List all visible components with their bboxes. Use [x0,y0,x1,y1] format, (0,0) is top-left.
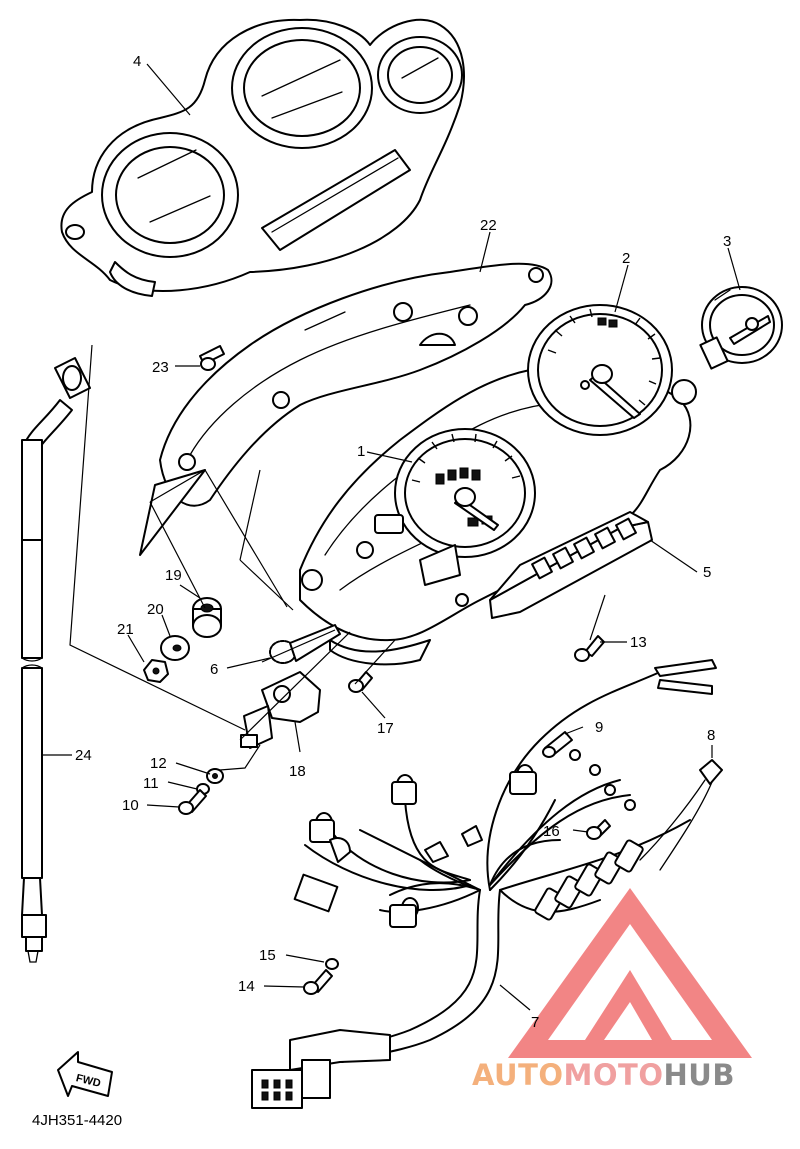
label-7: 7 [531,1014,539,1031]
leader-lines [42,63,741,1011]
connector-cluster [534,839,644,921]
screw-17 [348,671,373,693]
label-21: 21 [117,621,134,638]
diagram-code: 4JH351-4420 [32,1112,123,1129]
label-5: 5 [703,564,711,581]
label-19: 19 [165,567,182,584]
gear-housing [240,671,321,749]
damper [192,597,222,638]
assembly-lines [69,344,606,771]
label-13: 13 [630,634,647,651]
label-8: 8 [707,727,715,744]
bolt [199,345,225,371]
main-connector [251,1029,391,1109]
automotohub-logo-icon [508,888,752,1058]
wire-harness [251,659,723,1109]
watermark-text: AUTOMOTOHUB [472,1058,735,1092]
label-18: 18 [289,763,306,780]
label-23: 23 [152,359,169,376]
bulb-9 [542,731,573,758]
label-11: 11 [143,775,159,792]
watermark-hub: HUB [663,1058,735,1092]
watermark-moto: MOTO [563,1058,664,1092]
lead-pair [654,659,717,695]
label-4: 4 [133,53,141,70]
label-17: 17 [377,720,394,737]
label-3: 3 [723,233,731,250]
nut-12 [206,768,224,784]
screw-10 [178,789,207,815]
screw-16 [586,819,611,840]
watermark-auto: AUTO [472,1058,564,1092]
speedometer [527,304,673,436]
ring-terminals [569,749,636,811]
speedometer-cable [21,357,91,963]
bulb-8 [639,759,723,871]
part-labels: 4 22 2 3 23 1 5 19 20 21 13 6 17 9 8 24 … [75,53,731,1031]
drive-gear [269,624,341,664]
nut [143,659,169,683]
label-22: 22 [480,217,497,234]
meter-cover [60,18,465,297]
label-1: 1 [357,443,365,460]
screw-14 [303,969,333,995]
label-14: 14 [238,978,255,995]
label-16: 16 [543,823,560,840]
temperature-gauge [699,286,783,370]
fwd-label: FWD [75,1072,102,1090]
speedometer-ticks [547,308,661,406]
washer-15 [325,958,339,970]
label-20: 20 [147,601,164,618]
indicator-panel [489,511,653,619]
label-24: 24 [75,747,92,764]
bracket [139,262,553,556]
label-9: 9 [595,719,603,736]
tachometer [394,428,536,558]
internal-mechanism [356,514,469,607]
label-10: 10 [122,797,139,814]
fwd-arrow-icon: FWD [57,1051,113,1097]
label-2: 2 [622,250,630,267]
label-6: 6 [210,661,218,678]
collar [160,635,190,661]
screw-13 [574,635,605,662]
label-15: 15 [259,947,276,964]
label-12: 12 [150,755,167,772]
